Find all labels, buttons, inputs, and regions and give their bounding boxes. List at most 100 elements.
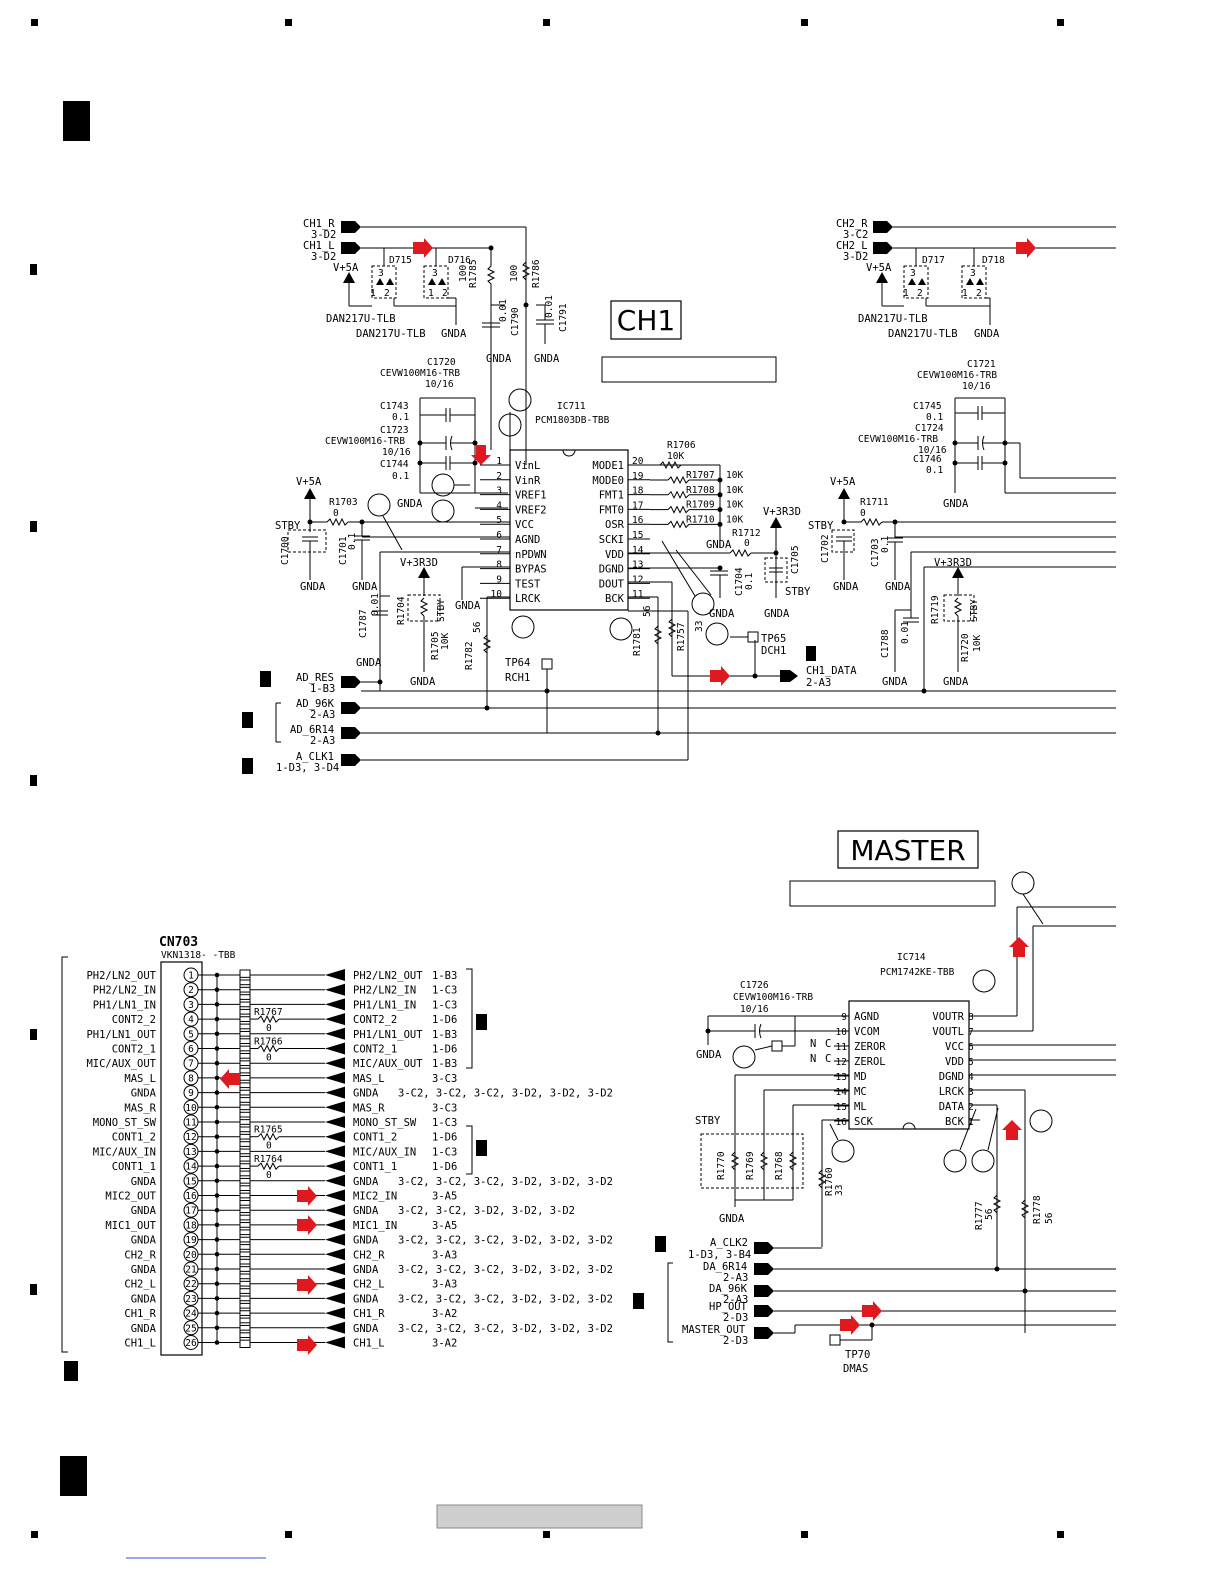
cn703-net: MONO_ST_SW (353, 1117, 417, 1129)
ch1-title: CH1 (617, 304, 675, 337)
gnda-diodes: GNDA (441, 328, 467, 340)
cn703-net: CONT1_2 (353, 1132, 397, 1144)
cn703-left-label: GNDA (131, 1264, 157, 1276)
master-title-box: MASTER (789, 830, 1035, 907)
c1746-ref: C1746 (913, 454, 942, 465)
ad-6r14-net: AD_6R14 (290, 724, 334, 736)
cn703-ref: 3-C3 (432, 1073, 457, 1085)
d715-pin2: 2 (384, 288, 390, 299)
master-out-ref: 2-D3 (723, 1335, 748, 1347)
gnda-c1705: GNDA (764, 608, 790, 620)
d715-pin3: 3 (378, 268, 384, 279)
r1777-val: 56 (984, 1208, 995, 1220)
ic714-pin-name: MD (854, 1071, 867, 1083)
ic714-pin-num: 13 (836, 1072, 847, 1083)
cn703-net: CONT1_1 (353, 1161, 397, 1173)
d718-pin1: 1 (962, 288, 968, 299)
c1723-ref: C1723 (380, 425, 409, 436)
c1724-part: CEVW100M16-TRB (858, 434, 938, 445)
r1782-val: 56 (472, 621, 483, 633)
d716-ref: D716 (448, 255, 471, 266)
v3r3d-ch2: V+3R3D (934, 557, 972, 569)
ch1-output-section: R1781 56 R1757 33 TP65 DCH1 CH1_DATA 2-A… (609, 581, 857, 760)
cn703-net: GNDA (353, 1264, 379, 1276)
ic711-pin-name: FMT0 (599, 504, 624, 516)
cn703-net: GNDA (353, 1235, 379, 1247)
cn703-pin: 26 (185, 1338, 197, 1349)
ic714-pin-num: 14 (836, 1087, 848, 1098)
cn703-ref: 3-A2 (432, 1338, 457, 1350)
ic714-pin-name: SCK (854, 1116, 874, 1128)
cn703-net: PH2/LN2_IN (353, 985, 416, 997)
cn703-net: CH1_R (353, 1308, 385, 1320)
r-bank-ref: R1707 (686, 470, 715, 481)
ic711-pin-name: nPDWN (515, 549, 547, 561)
cn703-pin: 21 (185, 1265, 197, 1276)
ic714-pin-name: VOUTR (932, 1011, 964, 1023)
c1705-ref: C1705 (790, 545, 801, 574)
cn703-ref: 1-D6 (432, 1014, 457, 1026)
stby-r1704: STBY (436, 599, 447, 622)
r1712-ref: R1712 (732, 528, 761, 539)
c1704-val: 0.1 (744, 573, 755, 590)
stby-c1702: STBY (808, 520, 834, 532)
cn703-net: PH2/LN2_OUT (353, 970, 423, 982)
cn703-pin: 9 (188, 1088, 194, 1099)
c1704-ref: C1704 (734, 567, 745, 596)
tp65-ref: TP65 (761, 633, 786, 645)
ic711-pin-name: VREF2 (515, 504, 547, 516)
a-clk2-ref: 1-D3, 3-B4 (688, 1249, 751, 1261)
ad-96k-ref: 2-A3 (310, 709, 335, 721)
cn703-ref: 3-A5 (432, 1191, 457, 1203)
gnda-c1701: GNDA (352, 581, 378, 593)
ic711-pin-num: 20 (632, 456, 644, 467)
c1743-val: 0.1 (392, 412, 409, 423)
ad-res-net: AD_RES (296, 672, 334, 684)
nc-1c: C (825, 1038, 831, 1050)
ic714-pin-num: 16 (836, 1117, 848, 1128)
cn703-pin: 1 (188, 971, 194, 982)
d716-pin2: 2 (442, 288, 448, 299)
cn703-ref: 3-A5 (432, 1220, 457, 1232)
cn703-pin: 8 (188, 1073, 194, 1084)
ic711-pin-name: LRCK (515, 593, 541, 605)
gnda-c1703: GNDA (885, 581, 911, 593)
stby-r1719: STBY (969, 599, 980, 622)
stby-c1700: STBY (275, 520, 301, 532)
cn703-pin: 17 (185, 1206, 196, 1217)
cn703-left-label: GNDA (131, 1235, 157, 1247)
cn703-ref: 3-A3 (432, 1279, 457, 1291)
r1705-val: 10K (440, 633, 451, 650)
cn703-net: MIC2_IN (353, 1191, 397, 1203)
ic714-pin-name: LRCK (939, 1086, 965, 1098)
cn703-net: PH1/LN1_IN (353, 999, 416, 1011)
cn703-res-val: 0 (266, 1141, 272, 1152)
cn703-left-label: MIC/AUX_IN (93, 1146, 156, 1158)
r-bank-ref: R1708 (686, 485, 715, 496)
gnda-r1720: GNDA (943, 676, 969, 688)
ic711-pin-num: 11 (632, 589, 644, 600)
ic714-pin-num: 7 (968, 1027, 974, 1038)
gnda-rbank: GNDA (719, 1213, 745, 1225)
v5a-ch1: V+5A (296, 476, 322, 488)
cn703-ref: 3-C2, 3-C2, 3-C2, 3-D2, 3-D2, 3-D2 (398, 1088, 613, 1100)
cn703-net: CONT2_2 (353, 1014, 397, 1026)
d718-ref: D718 (982, 255, 1005, 266)
r1769-ref: R1769 (745, 1151, 756, 1180)
r1703-val: 0 (333, 508, 339, 519)
cn703-left-label: PH1/LN1_OUT (86, 1029, 156, 1041)
cn703-ref: 3-C2, 3-C2, 3-C2, 3-D2, 3-D2, 3-D2 (398, 1293, 613, 1305)
cn703-net: MIC/AUX_IN (353, 1146, 416, 1158)
r1704-ref: R1704 (396, 596, 407, 625)
ch1-protection-diodes: V+5A D715 D716 3 1 2 3 1 2 DAN217U-TLB D… (326, 248, 471, 340)
da-6r14-net: DA_6R14 (703, 1261, 747, 1273)
ic714-pin-name: VCC (945, 1041, 964, 1053)
r1712-val: 0 (744, 538, 750, 549)
stby-master: STBY (695, 1115, 721, 1127)
cn703-pin: 10 (185, 1103, 197, 1114)
